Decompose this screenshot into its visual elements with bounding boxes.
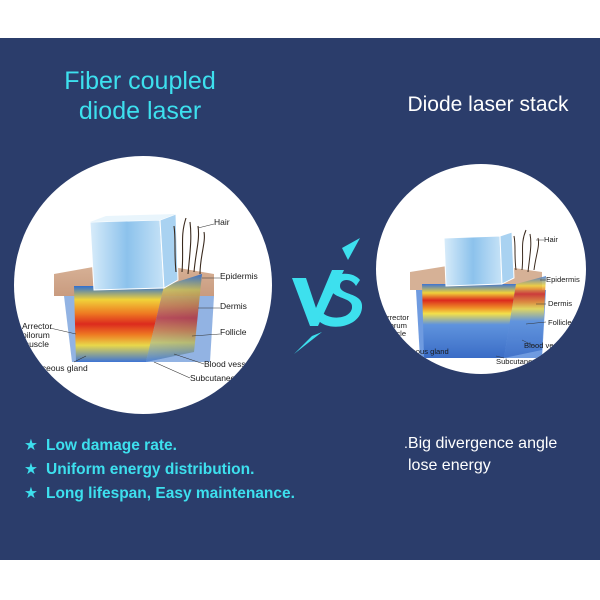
label-arrector: Arrector pilorum muscle: [382, 313, 410, 338]
label-subcutaneous-fat: Subcutaneous fat: [496, 357, 556, 366]
comparison-panel: Fiber coupled diode laser Diode laser st…: [0, 38, 600, 560]
label-hair: Hair: [214, 217, 230, 227]
label-epidermis: Epidermis: [546, 275, 580, 284]
label-follicle: Follicle: [548, 318, 572, 327]
note-line2: lose energy: [408, 457, 491, 474]
fiber-coupled-title: Fiber coupled diode laser: [40, 66, 240, 126]
advantages-list: ★Low damage rate. ★Uniform energy distri…: [24, 434, 295, 506]
label-dermis: Dermis: [548, 299, 573, 308]
laser-crystal: [443, 235, 503, 287]
vs-text: VS: [282, 208, 303, 212]
label-arrector: Arrector pilorum muscle: [22, 321, 53, 349]
vs-graphic: VS: [282, 208, 363, 354]
star-icon: ★: [24, 437, 38, 454]
fiber-coupled-illustration: Hair Epidermis Dermis Follicle Arrector …: [14, 156, 272, 414]
label-sebaceous-gland: Sebaceous gland: [390, 347, 449, 356]
label-blood-vessels: Blood vessels: [524, 341, 571, 350]
energy-heat-side: [504, 276, 546, 358]
disadvantage-note: .Big divergence angle lose energy: [404, 432, 557, 477]
laser-crystal: [89, 219, 165, 291]
note-line1: Big divergence angle: [407, 435, 558, 452]
label-dermis: Dermis: [220, 301, 247, 311]
advantage-item: ★Low damage rate.: [24, 434, 295, 458]
hair-strands: [173, 217, 205, 275]
label-blood-vessels: Blood vessels: [204, 359, 257, 369]
hair-strands: [513, 229, 539, 273]
diode-stack-illustration: Hair Epidermis Dermis Follicle Arrector …: [376, 164, 586, 374]
bullet-dot-icon: .: [404, 435, 408, 451]
energy-heat-front: [74, 286, 164, 362]
label-follicle: Follicle: [220, 327, 247, 337]
label-hair: Hair: [544, 235, 558, 244]
energy-heat-front: [422, 284, 516, 358]
advantage-item: ★Uniform energy distribution.: [24, 458, 295, 482]
skin-cross-section-diagram: [49, 213, 221, 379]
skin-cross-section-diagram: [410, 229, 547, 359]
label-subcutaneous-fat: Subcutaneous fat: [190, 373, 257, 383]
fiber-coupled-title-line1: Fiber coupled: [64, 67, 216, 95]
fiber-coupled-title-line2: diode laser: [78, 97, 202, 125]
star-icon: ★: [24, 485, 38, 502]
label-sebaceous-gland: Sebaceous gland: [22, 363, 88, 373]
star-icon: ★: [24, 461, 38, 478]
advantage-item: ★Long lifespan, Easy maintenance.: [24, 482, 295, 506]
label-epidermis: Epidermis: [220, 271, 258, 281]
diode-stack-title: Diode laser stack: [407, 93, 569, 116]
